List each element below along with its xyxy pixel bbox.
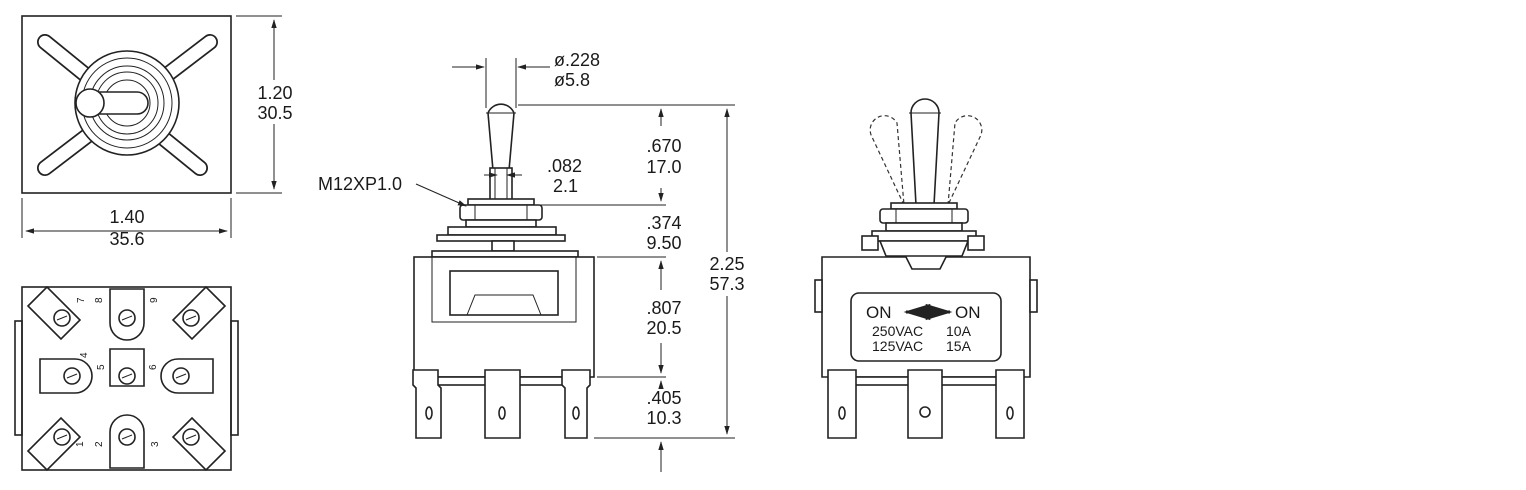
pin-label-3: 3 — [150, 441, 161, 447]
bottom-view: 1 2 3 4 5 6 7 8 9 — [14, 285, 239, 472]
lever-positions — [869, 115, 983, 206]
label-current-1: 10A — [946, 323, 972, 339]
front-view: ON ON 250VAC 10A 125VAC 15A — [814, 98, 1038, 439]
front-lever — [910, 98, 940, 206]
pin-label-8: 8 — [94, 297, 105, 303]
label-current-2: 15A — [946, 338, 972, 354]
front-terminals — [827, 369, 1025, 439]
dim-flat-in: .082 — [547, 156, 582, 176]
terminal-5 — [109, 348, 145, 387]
side-terminals — [412, 369, 591, 439]
pin-label-9: 9 — [149, 297, 160, 303]
dim-height-in: 1.20 — [257, 83, 292, 103]
dim-terminal-mm: 10.3 — [646, 408, 681, 428]
side-view — [412, 103, 595, 439]
terminal-9 — [171, 285, 227, 341]
pin-label-7: 7 — [76, 297, 87, 303]
dim-width-mm: 35.6 — [109, 229, 144, 249]
terminal-1 — [26, 416, 82, 472]
pin-label-5: 5 — [96, 364, 107, 370]
label-voltage-1: 250VAC — [872, 323, 923, 339]
pin-label-2: 2 — [94, 441, 105, 447]
dim-toggle-dia-in: ø.228 — [554, 50, 600, 70]
dim-body-in: .807 — [646, 298, 681, 318]
dim-terminal-in: .405 — [646, 388, 681, 408]
top-view-dims: 1.20 30.5 1.40 35.6 — [21, 15, 298, 249]
dim-width-in: 1.40 — [109, 207, 144, 227]
terminal-4 — [39, 358, 93, 394]
terminal-2 — [109, 414, 145, 469]
label-on-left: ON — [866, 303, 892, 322]
dim-toggle-len-mm: 17.0 — [646, 157, 681, 177]
label-on-right: ON — [955, 303, 981, 322]
rating-label-plate — [850, 292, 1002, 362]
toggle-lever — [487, 103, 515, 183]
label-voltage-2: 125VAC — [872, 338, 923, 354]
toggle-lever-top — [89, 91, 149, 115]
dim-overall-mm: 57.3 — [709, 274, 744, 294]
pin-label-1: 1 — [75, 441, 86, 447]
terminal-3 — [171, 416, 227, 472]
dim-bushing-in: .374 — [646, 213, 681, 233]
top-view — [21, 15, 232, 194]
top-view-outline — [21, 15, 232, 194]
terminal-8 — [109, 288, 145, 341]
pin-label-4: 4 — [79, 352, 90, 358]
pin-label-6: 6 — [148, 364, 159, 370]
dim-flat-mm: 2.1 — [553, 176, 578, 196]
dim-height-mm: 30.5 — [257, 103, 292, 123]
dim-thread: M12XP1.0 — [318, 174, 402, 194]
dim-toggle-len-in: .670 — [646, 136, 681, 156]
dim-overall-in: 2.25 — [709, 254, 744, 274]
side-view-dims: ø.228 ø5.8 M12XP1.0 .082 2.1 .670 17.0 .… — [318, 50, 745, 472]
dim-toggle-dia-mm: ø5.8 — [554, 70, 590, 90]
dim-bushing-mm: 9.50 — [646, 233, 681, 253]
terminal-7 — [26, 285, 82, 341]
terminal-6 — [160, 358, 214, 394]
dim-body-mm: 20.5 — [646, 318, 681, 338]
